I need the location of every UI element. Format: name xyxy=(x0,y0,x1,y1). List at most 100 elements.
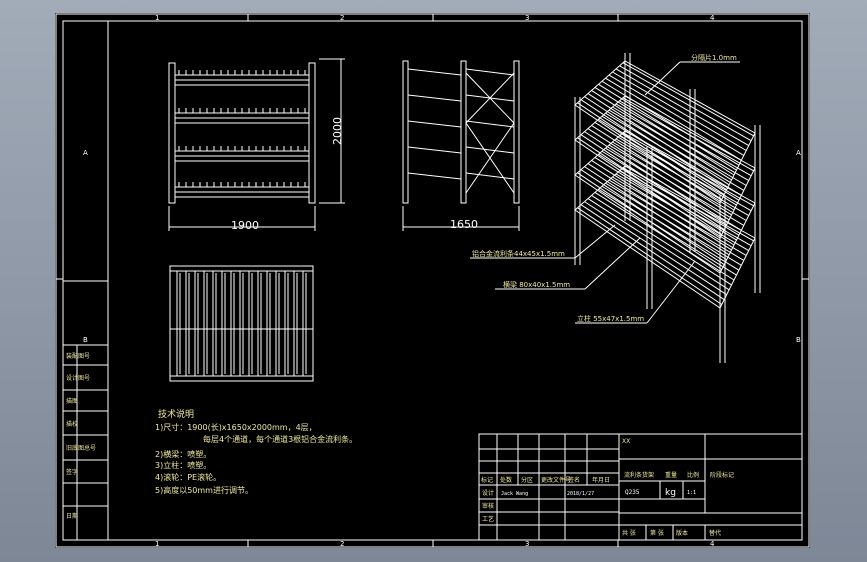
iso-roller-track xyxy=(612,71,747,151)
col-mark-bottom-2: 2 xyxy=(340,540,344,548)
row-mark-right-b: B xyxy=(796,336,801,344)
iso-beam-left xyxy=(574,95,626,141)
side-upright-left xyxy=(402,60,409,204)
title-block xyxy=(478,433,803,541)
side-roller-track xyxy=(407,146,462,154)
iso-roller-track xyxy=(615,138,749,217)
iso-beam-left xyxy=(574,165,626,211)
iso-roller-track xyxy=(605,77,742,161)
side-upright-mid xyxy=(460,60,467,204)
iso-roller-track xyxy=(622,62,754,137)
tech-note-3: 2)横梁：喷塑。 xyxy=(155,449,211,459)
front-beam xyxy=(174,186,310,193)
tb-top-small: XX xyxy=(622,438,630,445)
iso-roller-track xyxy=(619,170,752,247)
iso-roller-track xyxy=(619,135,752,212)
strip-label-6: 签字 xyxy=(66,468,78,476)
col-mark-bottom-4: 4 xyxy=(710,540,715,548)
iso-beam-right xyxy=(719,237,756,309)
strip-label-7: 日期 xyxy=(66,512,78,520)
iso-roller-track xyxy=(608,109,745,191)
iso-roller-track xyxy=(605,147,742,231)
iso-roller-track xyxy=(622,97,754,172)
top-view xyxy=(169,265,314,382)
tb-footer-4: 替代 xyxy=(709,529,721,537)
isometric-view xyxy=(574,53,761,363)
iso-roller-track xyxy=(591,195,732,286)
strip-label-1: 装配图号 xyxy=(66,352,90,360)
row-mark-right-a: A xyxy=(796,149,801,157)
iso-roller-track xyxy=(615,173,749,252)
iso-roller-track xyxy=(615,68,749,147)
tech-notes: 技术说明 1)尺寸：1900(长)x1650x2000mm，4层， 每层4个通道… xyxy=(155,408,357,495)
row-mark-left-a: A xyxy=(83,149,88,157)
callout-leaders xyxy=(470,61,740,324)
side-roller-track xyxy=(407,120,462,128)
callout-upright: 立柱 55x47x1.5mm xyxy=(577,314,644,323)
side-roller-track xyxy=(465,120,515,128)
iso-roller-track xyxy=(619,100,752,177)
tb-designer: Jack Wang xyxy=(501,491,528,497)
col-mark-top-4: 4 xyxy=(710,14,715,22)
iso-roller-track xyxy=(612,106,747,186)
iso-roller-track xyxy=(598,188,737,276)
front-beam xyxy=(174,112,310,119)
iso-roller-track xyxy=(608,74,745,156)
iso-roller-track xyxy=(587,198,730,291)
tech-notes-title: 技术说明 xyxy=(158,408,194,420)
iso-roller-track xyxy=(608,179,745,261)
tb-material: Q235 xyxy=(625,489,640,496)
tech-note-5: 4)滚轮：PE滚轮。 xyxy=(155,472,221,482)
tb-drawing-title: 流利条货架 xyxy=(624,471,654,479)
side-roller-track xyxy=(465,146,515,154)
side-roller-track xyxy=(407,68,462,76)
callout-separator: 分隔片1.0mm xyxy=(691,53,737,62)
iso-roller-track xyxy=(608,144,745,226)
side-brace xyxy=(465,72,515,124)
tb-header-1: 标记 xyxy=(481,476,493,484)
callout-roller-track: 铝合金流利条44x45x1.5mm xyxy=(472,249,565,258)
front-height-dim: 2000 xyxy=(331,117,344,145)
col-mark-bottom-1: 1 xyxy=(155,540,159,548)
iso-roller-track xyxy=(584,201,727,296)
front-beam xyxy=(174,150,310,157)
iso-roller-track xyxy=(622,132,754,207)
side-roller-track xyxy=(465,172,515,180)
tb-header-3: 分区 xyxy=(521,476,533,484)
tb-footer-3: 版本 xyxy=(676,529,688,537)
iso-roller-track xyxy=(580,204,725,301)
tb-scale-label: 比例 xyxy=(687,471,699,479)
tech-note-1: 1)尺寸：1900(长)x1650x2000mm，4层， xyxy=(155,422,317,432)
side-upright-right xyxy=(513,60,520,204)
front-upright-right xyxy=(308,62,316,204)
front-upright-left xyxy=(168,62,176,204)
col-mark-top-2: 2 xyxy=(340,14,344,22)
iso-beam-left xyxy=(574,60,626,106)
iso-roller-track xyxy=(594,191,735,281)
callout-beam: 横梁 80x40x1.5mm xyxy=(503,280,570,289)
tech-note-6: 5)高度以50mm进行调节。 xyxy=(155,485,253,495)
tb-row-review: 审核 xyxy=(482,502,494,510)
front-width-dim: 1900 xyxy=(231,219,259,232)
tb-header-4: 更改文件号 xyxy=(541,476,571,484)
side-width-dim: 1650 xyxy=(450,218,478,231)
col-mark-top-1: 1 xyxy=(155,14,159,22)
front-beam xyxy=(174,74,310,81)
drawing-canvas: 1 2 3 4 1 2 3 4 A B A B 装配图号 设计图号 描图 描校 … xyxy=(55,13,810,548)
iso-roller-track xyxy=(612,141,747,221)
tb-stage-label: 阶段标记 xyxy=(710,471,734,479)
tb-date: 2018/1/27 xyxy=(567,491,594,497)
left-binding-strip xyxy=(62,21,109,541)
side-brace xyxy=(465,122,515,194)
iso-roller-track xyxy=(605,112,742,196)
tb-weight-label: 重量 xyxy=(665,471,677,479)
row-mark-left-b: B xyxy=(83,336,88,344)
side-roller-track xyxy=(465,68,515,76)
tech-note-2: 每层4个通道，每个通道3根铝合金流利条。 xyxy=(203,434,357,444)
tech-note-4: 3)立柱：喷塑。 xyxy=(155,460,211,470)
strip-label-5: 旧底图总号 xyxy=(66,444,96,452)
strip-label-2: 设计图号 xyxy=(66,374,90,382)
iso-roller-track xyxy=(619,65,752,142)
col-mark-top-3: 3 xyxy=(525,14,529,22)
